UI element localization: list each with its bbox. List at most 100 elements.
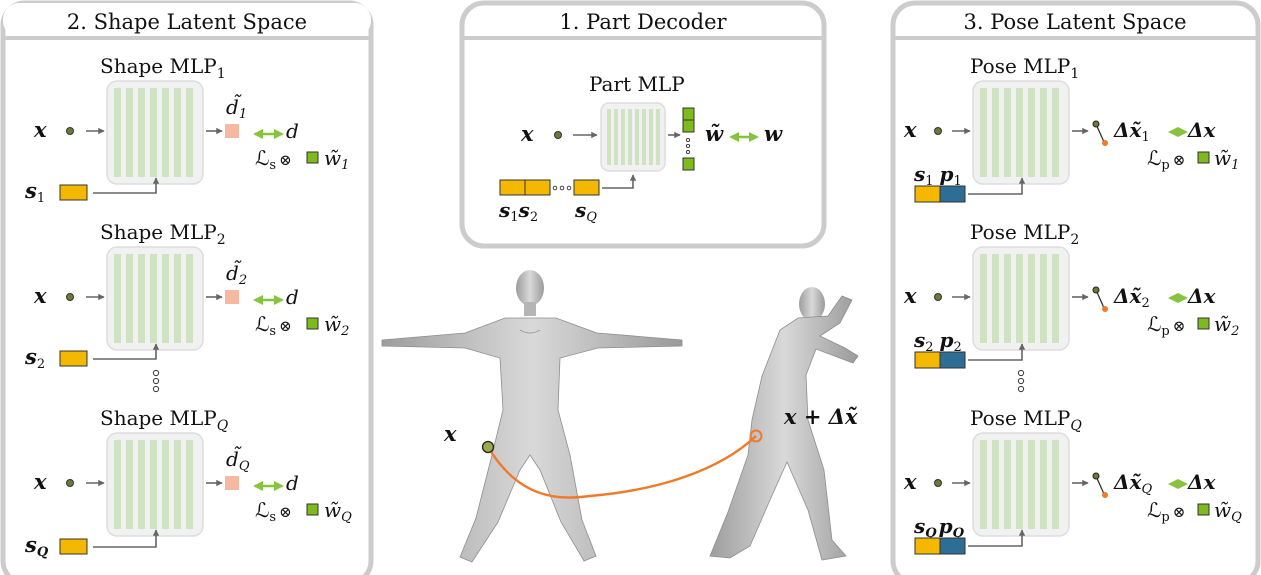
pose-latent-panel: 3. Pose Latent Space Pose MLP1 x Δx̃1 Δx… (890, 0, 1261, 575)
shape-mlp-q: Shape MLPQ x d̃Q d ℒs⊗ w̃Q sQ (24, 406, 352, 560)
latent-s: s (913, 514, 925, 538)
svg-text:Shape MLP1: Shape MLP1 (100, 54, 226, 82)
latent-s: s (24, 178, 37, 203)
svg-text:s1: s1 (24, 178, 45, 206)
latent-p: p (940, 328, 954, 352)
query-point-dot (554, 131, 562, 139)
svg-text:Pose MLP2: Pose MLP2 (970, 220, 1079, 248)
d-tilde: d̃ (226, 259, 242, 285)
w-tilde: w̃ (324, 146, 341, 170)
mlp-layers (607, 109, 660, 165)
pose-mlp-name: Pose MLP (970, 220, 1070, 244)
target-d: d (286, 285, 299, 309)
ellipsis-icon (1017, 369, 1025, 393)
query-point-dot (66, 479, 74, 487)
canonical-point (481, 440, 495, 454)
pose-mlp-name: Pose MLP (970, 406, 1070, 430)
w-tilde: w̃ (324, 312, 341, 336)
svg-text:d̃1: d̃1 (226, 93, 247, 122)
shape-latent-panel: 2. Shape Latent Space Shape MLP1 x d̃1 d… (0, 0, 374, 575)
shape-mlp-index: 2 (217, 232, 226, 248)
svg-text:ℒp⊗: ℒp⊗ (1147, 146, 1185, 173)
shape-latent-code (914, 185, 941, 203)
shape-panel-header (3, 3, 371, 37)
svg-text:Δx̃2: Δx̃2 (1113, 284, 1150, 311)
input-x: x (903, 469, 917, 494)
svg-text:w̃1: w̃1 (1214, 146, 1239, 173)
shape-mlp-index: Q (217, 418, 229, 434)
d-tilde: d̃ (226, 93, 242, 119)
svg-text:ℒs⊗: ℒs⊗ (255, 498, 292, 525)
loss-symbol: ℒ (1147, 498, 1161, 522)
target-delta-x: Δx (1187, 284, 1217, 308)
svg-text:s1s2: s1s2 (498, 198, 538, 225)
otimes-icon: ⊗ (279, 503, 292, 521)
input-x: x (903, 117, 917, 142)
deformed-point (749, 429, 763, 443)
svg-text:d̃2: d̃2 (226, 259, 247, 288)
sdf-output (225, 124, 239, 138)
svg-text:w̃2: w̃2 (1214, 312, 1239, 339)
pose-latent-code (939, 351, 966, 369)
svg-text:sQ: sQ (574, 198, 597, 225)
correspondence-curve (486, 435, 757, 499)
ellipsis-icon (152, 369, 160, 393)
decoder-input-x: x (520, 121, 534, 146)
delta-x-tilde: Δx̃ (1113, 470, 1143, 494)
input-x: x (33, 283, 47, 308)
svg-text:d̃Q: d̃Q (226, 445, 250, 474)
delta-x-tilde: Δx̃ (1113, 118, 1143, 142)
shape-mlp-index: 1 (217, 66, 226, 82)
deformed-point-label: x + Δx̃ (783, 404, 858, 429)
svg-text:w̃Q: w̃Q (1214, 498, 1242, 525)
otimes-icon: ⊗ (1173, 151, 1186, 169)
shape-panel-title: 2. Shape Latent Space (67, 10, 307, 34)
svg-text:Shape MLP2: Shape MLP2 (100, 220, 226, 248)
mlp-layers (980, 88, 1059, 177)
pose-latent-code (939, 537, 966, 555)
mlp-layers (980, 440, 1059, 529)
svg-text:w̃2: w̃2 (324, 312, 349, 339)
mlp-layers (114, 88, 193, 177)
mlp-layers (114, 254, 193, 343)
w-tilde: w̃ (324, 498, 341, 522)
shape-mlp-name: Shape MLP (100, 54, 217, 78)
loss-symbol: ℒ (255, 498, 269, 522)
query-point-dot (66, 293, 74, 301)
loss-symbol: ℒ (1147, 312, 1161, 336)
correspondence (481, 429, 763, 499)
decoder-w-tilde: w̃ (705, 121, 724, 146)
latent-p: p (940, 162, 954, 186)
target-d: d (286, 119, 299, 143)
shape-latent-code (59, 184, 88, 201)
shape-mlp-2: Shape MLP2 x d̃2 d ℒs⊗ w̃2 s2 (24, 220, 349, 372)
part-decoder-panel: 1. Part Decoder Part MLP x w̃ w (459, 0, 827, 249)
latent-p: p (939, 514, 953, 538)
offset-vector-icon (1092, 472, 1108, 498)
mlp-layers (980, 254, 1059, 343)
offset-vector-icon (1092, 120, 1108, 146)
offset-vector-icon (1092, 286, 1108, 312)
weight-square (1197, 503, 1210, 516)
weight-square (1197, 317, 1210, 330)
svg-text:ℒs⊗: ℒs⊗ (255, 146, 292, 173)
decoder-panel-title: 1. Part Decoder (559, 10, 727, 34)
latent-codes (499, 179, 600, 196)
input-x: x (33, 117, 47, 142)
svg-text:s2: s2 (24, 344, 45, 372)
w-tilde: w̃ (1214, 498, 1231, 522)
pose-panel-title: 3. Pose Latent Space (963, 10, 1186, 34)
otimes-icon: ⊗ (1173, 503, 1186, 521)
decoder-w: w (764, 121, 783, 146)
canonical-body-mesh (381, 270, 683, 563)
shape-latent-code (59, 538, 88, 555)
svg-text:ℒp⊗: ℒp⊗ (1147, 312, 1185, 339)
pose-panel-border (890, 0, 1261, 575)
target-d: d (286, 471, 299, 495)
pose-mlp-index: 1 (1070, 66, 1079, 82)
